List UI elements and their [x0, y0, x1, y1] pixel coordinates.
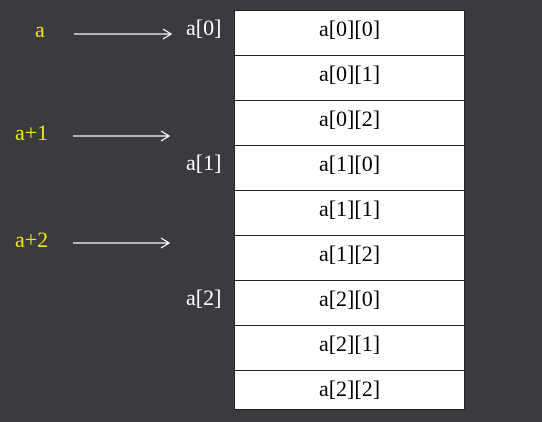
pointer-a-plus-2: a+2 — [15, 227, 49, 252]
row-label-a0: a[0] — [186, 15, 222, 40]
pointer-a: a — [35, 17, 45, 42]
cell-a02: a[0][2] — [235, 101, 464, 146]
cell-a21: a[2][1] — [235, 326, 464, 371]
cell-a01: a[0][1] — [235, 56, 464, 101]
row-label-a1: a[1] — [186, 150, 222, 175]
arrow-a — [74, 28, 174, 40]
arrow-a-plus-2 — [73, 237, 173, 249]
pointer-a-plus-1: a+1 — [15, 120, 49, 145]
cell-a00: a[0][0] — [235, 11, 464, 56]
cell-a12: a[1][2] — [235, 236, 464, 281]
row-label-a2: a[2] — [186, 285, 222, 310]
memory-cells: a[0][0] a[0][1] a[0][2] a[1][0] a[1][1] … — [234, 10, 465, 410]
cell-a20: a[2][0] — [235, 281, 464, 326]
cell-a11: a[1][1] — [235, 191, 464, 236]
arrow-a-plus-1 — [73, 130, 173, 142]
cell-a22: a[2][2] — [318, 376, 381, 401]
cell-a10: a[1][0] — [235, 146, 464, 191]
